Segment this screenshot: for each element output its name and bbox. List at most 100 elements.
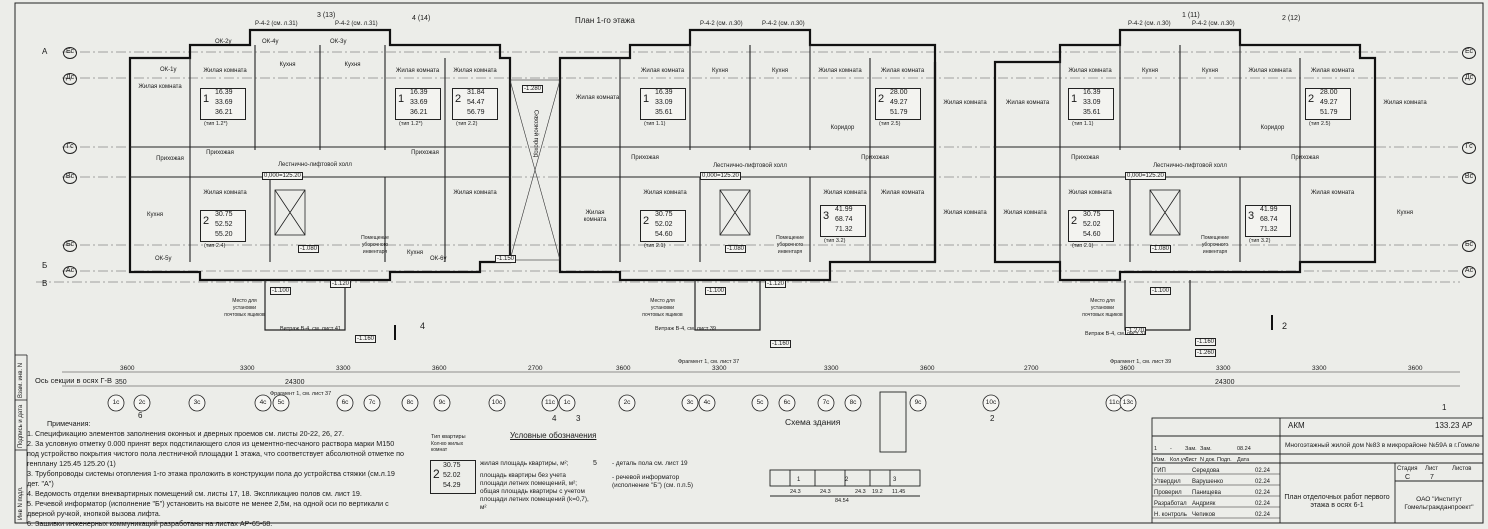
apartment-room-count: 3 [823,210,830,222]
room-label: Лестнично-лифтовой холл [713,163,787,169]
axis-bubble [401,394,419,412]
axis-label: 7с [368,399,376,406]
room-label: Коридор [830,125,855,131]
span-dimension: 3600 [432,365,447,372]
apartment-total-area: 55.20 [215,231,233,238]
role-name: Андрияк [1192,501,1216,507]
apartment-living-area: 41.99 [1260,206,1278,213]
row-axis-left: Гс [63,142,77,154]
axis-bubble [107,394,125,412]
wall-mark: Р-4-2 (см. л.31) [335,21,378,27]
axis-label: 6с [341,399,349,406]
span-dimension: 3600 [1408,365,1423,372]
role-date: 02.24 [1255,490,1271,496]
room-label: Жилая комната [1068,190,1112,196]
span-dimension: 3600 [1120,365,1135,372]
scheme-dimension: 24.3 [820,489,831,495]
axis-bubble [363,394,381,412]
span-dimension: 3300 [1216,365,1231,372]
room-label: Лестнично-лифтовой холл [1153,163,1227,169]
wall-mark: Р-4-2 (см. л.30) [700,21,743,27]
apartment-total-area: 36.21 [215,109,233,116]
apartment-type: (тип 2.1) [644,243,666,249]
apartment-room-count: 1 [1071,93,1078,105]
room-label: Жилая комната [1005,100,1050,106]
scheme-title: Схема здания [785,417,841,427]
row-axis-left: Ес [63,47,77,59]
row-axis-right: Ас [1462,266,1476,278]
section-label: Ось секции в осях Г-В [35,376,112,385]
apartment-type: (тип 2.5) [1309,121,1331,127]
level-mark: -1.160 [355,335,377,343]
apartment-total-area: 54.60 [655,231,673,238]
apartment-living-area: 16.39 [215,89,233,96]
title-head-col: Лист [1185,457,1197,463]
scheme-dimension: 19.2 [872,489,883,495]
apartment-room-count: 2 [878,93,885,105]
stage-value: С [1405,474,1411,481]
axis-label: 3с [193,399,201,406]
title-head-col: Кол.уч. [1170,457,1189,463]
room-label: Кухня [279,62,296,68]
axis-label: 2с [138,399,146,406]
room-label: Прихожая [861,155,889,161]
note-item: 2. За условную отметку 0.000 принят верх… [27,439,395,448]
note-item: 5. Речевой информатор (исполнение "Б") у… [27,499,389,508]
room-label: Кухня [771,68,789,74]
apartment-area: 68.74 [835,216,853,223]
cut-mark: 4 (14) [412,15,431,22]
axis-bubble [909,394,927,412]
total-dimension: 24300 [285,379,305,386]
axis-label: 8с [406,399,414,406]
axis-label: 5с [277,399,285,406]
axis-bubble [558,394,576,412]
level-mark: -1.100 [705,287,727,295]
axis-letter: В [42,279,48,288]
axis-bubble [133,394,151,412]
window-mark: ОК-1у [160,67,177,73]
legend-line: общая площадь квартиры с учетом площади … [480,488,589,511]
apartment-type: (тип 3.2) [1249,238,1271,244]
drawing-title: План отделочных работ первого этажа в ос… [1284,494,1390,509]
window-mark: ОК-2у [215,39,232,45]
room-label: Жилая комната [453,68,497,74]
apartment-room-count: 3 [1248,210,1255,222]
axis-bubble [254,394,272,412]
level-mark: -1.080 [298,245,320,253]
axis-label: 9с [914,399,922,406]
apartment-area: 33.09 [655,99,673,106]
axis-bubble [336,394,354,412]
level-mark: -1.160 [1195,338,1217,346]
span-dimension: 3300 [336,365,351,372]
room-label: Жилая комната [640,68,685,74]
room-label: Кухня [711,68,729,74]
axis-label: 10с [491,399,503,406]
level-mark: -1.120 [330,280,352,288]
room-label: Кухня [344,62,361,68]
apartment-total-area: 71.32 [835,226,853,233]
cut-mark: 2 (12) [1282,15,1301,22]
note-item: под устройство покрытия чистого пола лес… [27,449,405,458]
apartment-type: (тип 1.2*) [204,121,228,127]
window-mark: ОК-5у [155,256,172,262]
apartment-room-count: 1 [203,93,210,105]
row-axis-right: Бс [1462,240,1476,252]
room-label: Кухня [1396,210,1414,216]
project-name: Многоэтажный жилой дом №83 в микрорайоне… [1285,442,1480,449]
room-label: Жилая комната [1248,68,1292,74]
level-mark: -1.270 [1125,327,1147,335]
room-label: Прихожая [206,150,234,156]
note-item: 1. Спецификацию элементов заполнения око… [27,429,345,438]
legend-line: жилая площадь квартиры, м²; [480,460,569,467]
legend-detail-text: - деталь пола см. лист 19 [612,460,688,467]
legend-count-header: Кол-во жилых комнат [431,441,464,453]
role-date: 02.24 [1255,501,1271,507]
level-mark: -1.100 [1150,287,1172,295]
note-item: дверной ручкой, кнопкой вызова лифта. [27,509,161,518]
side-stamp: Подпись и дата [18,404,24,448]
room-label: Жилая комната [943,210,987,216]
